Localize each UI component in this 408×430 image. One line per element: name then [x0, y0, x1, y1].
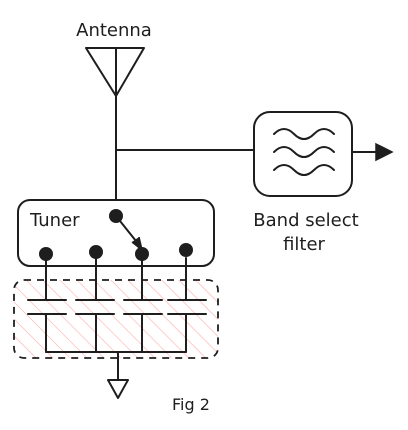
tuner-pin-2 — [89, 245, 103, 259]
band-select-filter — [253, 111, 353, 197]
filter-output-arrow — [351, 142, 394, 162]
antenna-label: Antenna — [76, 20, 152, 41]
tuner-block: Tuner — [17, 199, 215, 267]
filter-label-line2: filter — [283, 234, 325, 255]
tuner-label: Tuner — [29, 210, 80, 231]
switch-icon — [109, 209, 144, 252]
capacitor-bank — [13, 257, 219, 359]
tuner-pin-3 — [135, 247, 149, 261]
tuner-pin-4 — [179, 243, 193, 257]
tuner-pin-1 — [39, 247, 53, 261]
antenna-icon — [85, 47, 145, 97]
ground-icon — [107, 351, 129, 399]
figure-label: Fig 2 — [172, 395, 210, 414]
wave-icon — [273, 128, 335, 176]
filter-label-line1: Band select — [253, 210, 358, 231]
